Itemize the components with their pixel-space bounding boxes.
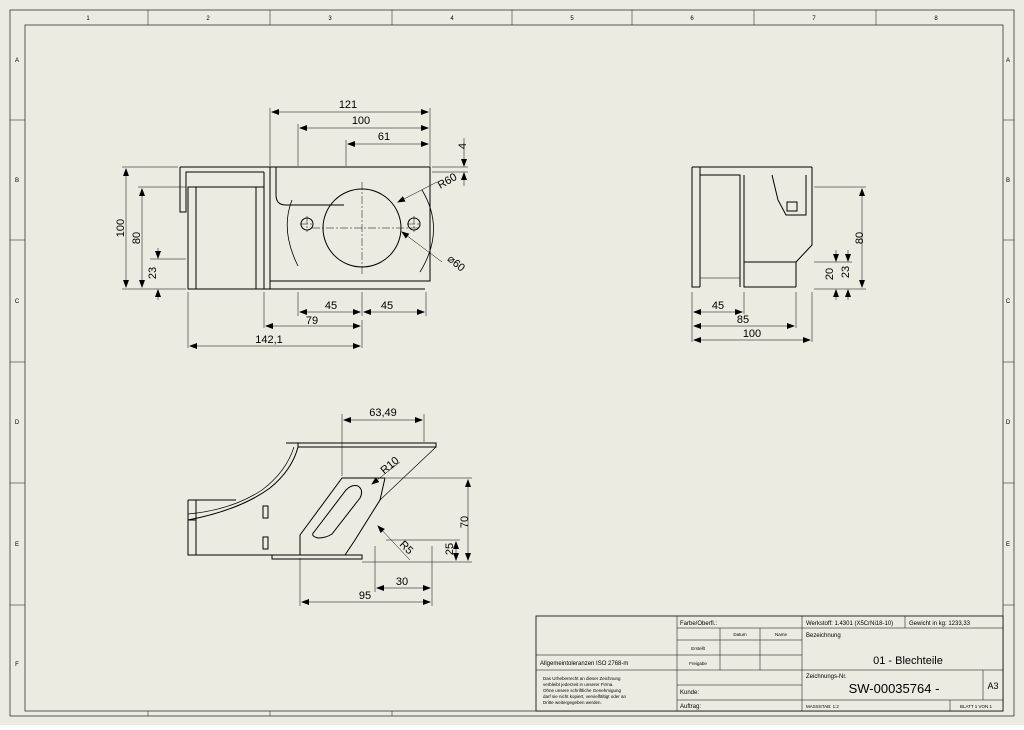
front-dim-121: 121 (339, 99, 357, 111)
front-dim-100: 100 (352, 115, 370, 127)
front-dim-142-1: 142,1 (255, 334, 283, 346)
zone-col-4: 4 (450, 16, 454, 22)
side-dim-100: 100 (743, 328, 761, 340)
front-dim-100-vertical: 100 (115, 219, 127, 237)
front-dim-79: 79 (306, 315, 318, 327)
zone-row-e-left: E (15, 542, 19, 548)
copyright-line-2: verbleibt jederzeit in unserer Firma. (543, 682, 614, 687)
top-dim-30: 30 (396, 576, 408, 588)
side-view-dimension-texts: 80 23 20 45 85 100 (712, 232, 866, 340)
zone-row-b-left: B (15, 178, 19, 184)
weight: Gewicht in kg: 1233,33 (909, 621, 971, 627)
zone-col-1: 1 (86, 16, 90, 22)
title-block-texts: Allgemeintoleranzen ISO 2768-m Das Urheb… (540, 621, 999, 710)
zone-ticks (10, 10, 1014, 716)
zone-row-b-right: B (1006, 178, 1010, 184)
top-dim-70: 70 (459, 516, 471, 528)
designation-label: Bezeichnung (806, 633, 841, 639)
row-created: Erstellt (691, 646, 706, 651)
copyright-line-4: darf sie nicht kopiert, vervielfältigt o… (543, 694, 627, 699)
side-dim-23: 23 (840, 266, 852, 278)
sheet-number: BLATT 1 VON 1 (960, 704, 993, 709)
side-view-dimension-lines (691, 186, 866, 343)
zone-row-c-left: C (15, 299, 20, 305)
side-dim-45: 45 (712, 300, 724, 312)
scale: MASSSTAB: 1:2 (806, 704, 839, 709)
top-view-dimension-lines (299, 414, 472, 606)
material: Werkstoff: 1.4301 (X5CrNi18-10) (806, 621, 893, 627)
top-view-geometry (187, 442, 437, 560)
top-dim-25: 25 (444, 543, 456, 555)
front-dim-45-right: 45 (381, 300, 393, 312)
front-dim-4: 4 (457, 143, 469, 149)
side-view-geometry (691, 166, 813, 288)
copyright-line-5: Dritte weitergegeben werden. (543, 700, 602, 705)
side-dim-80: 80 (854, 232, 866, 244)
drawing-number: SW-00035764 - (849, 681, 940, 696)
zone-col-5: 5 (570, 16, 574, 22)
top-dim-63-49: 63,49 (369, 407, 397, 419)
side-dim-85: 85 (737, 314, 749, 326)
sheet-format: A3 (987, 681, 998, 691)
zone-col-2: 2 (206, 16, 210, 22)
zone-row-c-right: C (1006, 299, 1011, 305)
zone-row-a-right: A (1006, 58, 1010, 64)
front-view-dimension-lines (122, 108, 468, 349)
front-dim-80-vertical: 80 (131, 232, 143, 244)
title-block: Allgemeintoleranzen ISO 2768-m Das Urheb… (535, 615, 1004, 712)
zone-row-f-left: F (15, 662, 19, 668)
front-dim-45-left: 45 (325, 300, 337, 312)
row-released: Freigabe (689, 661, 707, 666)
zone-labels: 1 2 3 4 5 6 7 8 A B C D E F A B C D E (15, 16, 1011, 668)
zone-row-e-right: E (1006, 542, 1010, 548)
front-dim-61: 61 (378, 131, 390, 143)
side-dim-20: 20 (824, 268, 836, 280)
zone-row-d-right: D (1006, 420, 1011, 426)
title-block-grid (536, 616, 1003, 711)
column-name: Name (775, 632, 788, 637)
order-label: Auftrag: (680, 704, 701, 710)
front-view-geometry (179, 166, 434, 290)
front-view-centerlines (300, 182, 421, 274)
zone-col-6: 6 (690, 16, 694, 22)
drawing-number-label: Zeichnungs-Nr. (806, 674, 847, 680)
general-tolerances: Allgemeintoleranzen ISO 2768-m (540, 661, 628, 667)
front-dim-23-vertical: 23 (147, 267, 159, 279)
finish-label: Farbe/Oberfl.: (680, 621, 717, 627)
zone-col-7: 7 (812, 16, 816, 22)
zone-row-a-left: A (15, 58, 19, 64)
zone-row-d-left: D (15, 420, 20, 426)
top-dim-95: 95 (359, 590, 371, 602)
side-view: 80 23 20 45 85 100 (691, 166, 866, 343)
column-date: Datum (733, 632, 747, 637)
customer-label: Kunde: (680, 690, 699, 696)
copyright-line-3: Ohne unsere schriftliche Genehmigung (543, 688, 622, 693)
designation: 01 - Blechteile (873, 655, 943, 667)
copyright-line-1: Das Urheberrecht an dieser Zeichnung (543, 676, 621, 681)
zone-col-8: 8 (934, 16, 938, 22)
zone-col-3: 3 (328, 16, 332, 22)
